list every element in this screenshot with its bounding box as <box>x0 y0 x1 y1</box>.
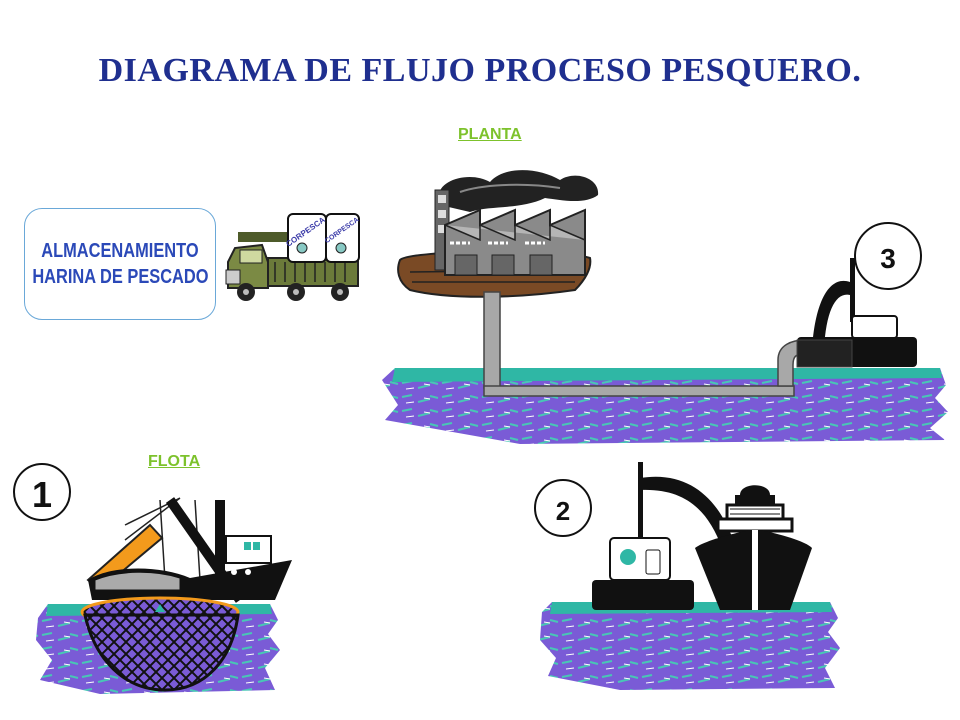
storage-box: ALMACENAMIENTO HARINA DE PESCADO <box>24 208 216 320</box>
fishing-boat-icon <box>86 497 292 603</box>
planta-link[interactable]: PLANTA <box>458 126 522 143</box>
water-step-2 <box>540 602 840 690</box>
tender-boat-icon <box>592 462 735 610</box>
storage-line1: ALMACENAMIENTO <box>41 240 199 262</box>
step-3-group: 3 <box>796 222 922 368</box>
step-1-circle <box>13 463 71 521</box>
step-3-circle <box>854 222 922 290</box>
factory-icon <box>397 170 599 298</box>
page-title: DIAGRAMA DE FLUJO PROCESO PESQUERO. <box>98 52 862 89</box>
bag-2 <box>325 213 360 263</box>
fishing-net-icon <box>80 596 240 692</box>
storage-line2: HARINA DE PESCADO <box>31 266 209 288</box>
step-2-number: 2 <box>556 496 570 526</box>
step-2-group: 2 <box>534 462 840 690</box>
flota-link[interactable]: FLOTA <box>148 453 201 470</box>
ship-icon <box>695 485 812 610</box>
step-1-number: 1 <box>32 474 52 515</box>
step-3-number: 3 <box>880 243 896 274</box>
truck-icon: CORPESCA CORPESCA <box>225 213 360 301</box>
step-2-circle <box>534 479 592 537</box>
water-plant <box>382 368 948 444</box>
tender-boat-icon <box>796 258 917 368</box>
step-1-group: 1 <box>13 463 292 694</box>
